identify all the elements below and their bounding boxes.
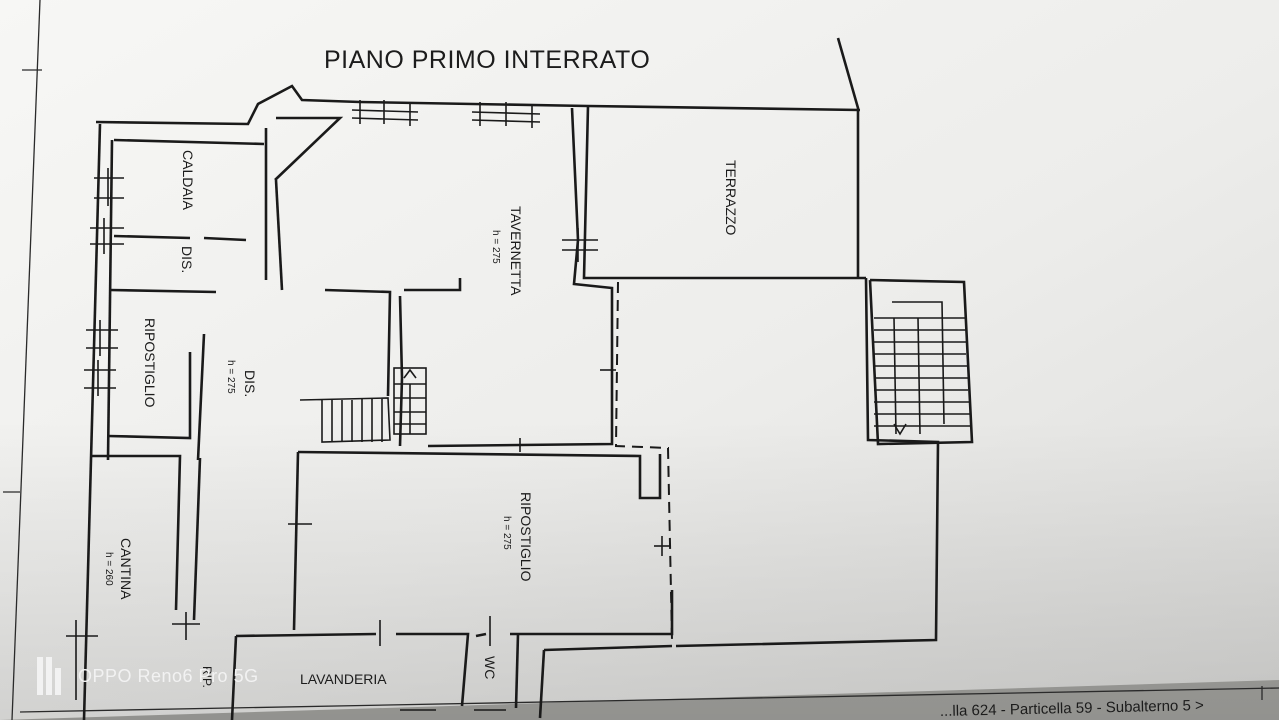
room-dis-main-label: DIS. bbox=[242, 370, 258, 397]
camera-watermark-text: OPPO Reno6 Pro 5G bbox=[78, 665, 259, 686]
sheet-border bbox=[3, 0, 1279, 720]
room-tavernetta-label: TAVERNETTA bbox=[508, 206, 524, 296]
room-lavanderia-label: LAVANDERIA bbox=[300, 671, 387, 687]
cadastral-reference: ...lla 624 - Particella 59 - Subalterno … bbox=[940, 697, 1204, 720]
room-ripostiglio-left-label: RIPOSTIGLIO bbox=[142, 318, 158, 408]
camera-brand-icon bbox=[37, 657, 61, 695]
room-cantina-height: h = 260 bbox=[103, 552, 114, 586]
room-tavernetta-height: h = 275 bbox=[490, 230, 501, 264]
room-cantina-label: CANTINA bbox=[118, 538, 134, 600]
camera-watermark: OPPO Reno6 Pro 5G bbox=[36, 656, 259, 696]
windows bbox=[66, 100, 670, 711]
room-ripostiglio-center-label: RIPOSTIGLIO bbox=[518, 492, 534, 582]
exterior-staircase bbox=[868, 278, 974, 446]
room-dis-small-label: DIS. bbox=[179, 246, 195, 273]
room-rip-small-label: RIP. bbox=[200, 666, 214, 688]
room-caldaia-label: CALDAIA bbox=[180, 150, 196, 211]
interior-staircase bbox=[299, 367, 427, 443]
interior-walls bbox=[92, 107, 674, 720]
room-terrazzo-label: TERRAZZO bbox=[723, 160, 739, 236]
drawing-title: PIANO PRIMO INTERRATO bbox=[324, 46, 650, 74]
room-dis-main-height: h = 275 bbox=[225, 360, 236, 394]
dashed-walls bbox=[614, 281, 673, 641]
room-wc-label: WC bbox=[482, 656, 498, 679]
room-labels: CALDAIA DIS. RIPOSTIGLIO DIS. h = 275 TA… bbox=[103, 150, 739, 688]
room-ripostiglio-center-height: h = 275 bbox=[501, 516, 512, 550]
